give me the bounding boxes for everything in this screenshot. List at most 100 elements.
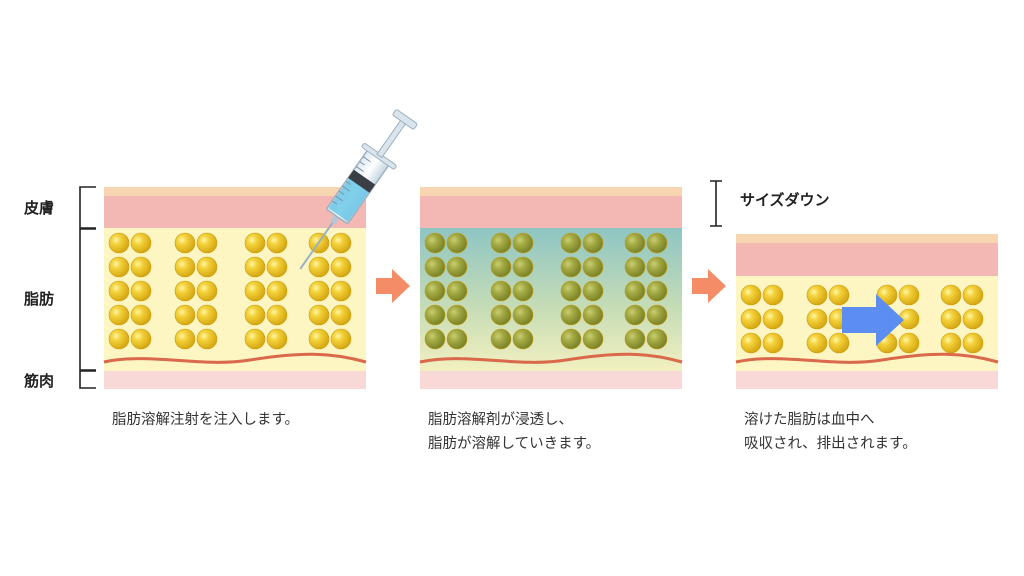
fat-cell — [490, 328, 512, 350]
panel-3-fat-cells — [740, 284, 984, 354]
panel-1-muscle — [104, 371, 366, 389]
fat-cell — [266, 304, 288, 326]
fat-cell — [446, 328, 468, 350]
fat-cell — [962, 284, 984, 306]
fat-cell — [244, 328, 266, 350]
panel-3-blood-vessel — [735, 352, 999, 364]
fat-cell — [424, 328, 446, 350]
fat-cell — [330, 304, 352, 326]
fat-cell — [512, 328, 534, 350]
fat-label: 脂肪 — [24, 290, 54, 308]
fat-cell — [424, 256, 446, 278]
step-1-caption-line-1: 脂肪溶解注射を注入します。 — [112, 411, 299, 428]
fat-cell — [512, 232, 534, 254]
fat-cell — [962, 308, 984, 330]
fat-cell — [130, 232, 152, 254]
fat-cell — [490, 280, 512, 302]
fat-cell — [244, 280, 266, 302]
fat-cell — [424, 232, 446, 254]
fat-cell — [446, 304, 468, 326]
fat-cell — [940, 332, 962, 354]
panel-2-skin-inner — [420, 196, 682, 228]
step-2-caption-line-2: 脂肪が溶解していきます。 — [428, 435, 600, 452]
fat-cell — [196, 280, 218, 302]
fat-cell — [762, 284, 784, 306]
panel-1-skin-outer — [104, 187, 366, 196]
panel-2-fat-cells — [424, 232, 668, 350]
step-3-caption-line-2: 吸収され、排出されます。 — [744, 435, 917, 452]
fat-cell — [130, 328, 152, 350]
fat-cell — [446, 256, 468, 278]
fat-cell — [490, 256, 512, 278]
fat-cell — [940, 308, 962, 330]
step-3-caption-line-1: 溶けた脂肪は血中へ — [744, 411, 875, 428]
fat-cell — [962, 332, 984, 354]
syringe-icon — [299, 109, 418, 270]
fat-cell — [130, 256, 152, 278]
fat-cell — [828, 284, 850, 306]
fat-cell — [266, 232, 288, 254]
fat-cell — [624, 256, 646, 278]
fat-cell — [196, 304, 218, 326]
fat-cell — [266, 256, 288, 278]
step-2-caption-line-1: 脂肪溶解剤が浸透し、 — [428, 411, 573, 428]
fat-cell — [330, 328, 352, 350]
fat-cell — [806, 332, 828, 354]
fat-cell — [740, 284, 762, 306]
fat-cell — [108, 328, 130, 350]
fat-cell — [308, 304, 330, 326]
fat-cell — [646, 280, 668, 302]
fat-cell — [646, 304, 668, 326]
panel-1-fat-cells — [108, 232, 352, 350]
panel-1-injection — [103, 187, 367, 389]
fat-cell — [624, 232, 646, 254]
fat-cell — [174, 256, 196, 278]
fat-cell — [582, 232, 604, 254]
fat-cell — [266, 280, 288, 302]
panel-1-skin-inner — [104, 196, 366, 228]
fat-cell — [196, 328, 218, 350]
fat-cell — [446, 232, 468, 254]
fat-cell — [424, 304, 446, 326]
fat-cell — [762, 308, 784, 330]
fat-cell — [560, 304, 582, 326]
fat-cell — [560, 328, 582, 350]
fat-cell — [582, 256, 604, 278]
fat-cell — [646, 328, 668, 350]
fat-cell — [940, 284, 962, 306]
panel-3-skin-inner — [736, 243, 998, 276]
fat-cell — [424, 280, 446, 302]
size-down-label: サイズダウン — [740, 191, 830, 209]
fat-cell — [174, 328, 196, 350]
fat-cell — [174, 304, 196, 326]
fat-cell — [762, 332, 784, 354]
fat-cell — [582, 280, 604, 302]
fat-cell — [108, 304, 130, 326]
panel-3-size-down — [735, 234, 999, 389]
step-arrow-icon — [376, 269, 410, 303]
panel-3-skin-outer — [736, 234, 998, 243]
fat-cell — [446, 280, 468, 302]
fat-bracket — [79, 228, 96, 371]
fat-cell — [308, 256, 330, 278]
fat-cell — [512, 304, 534, 326]
panel-2-skin-outer — [420, 187, 682, 196]
captions: 脂肪溶解注射を注入します。 脂肪溶解剤が浸透し、 脂肪が溶解していきます。 溶け… — [112, 411, 917, 452]
size-down-bracket — [710, 180, 722, 227]
skin-bracket — [79, 186, 96, 229]
fat-cell — [898, 332, 920, 354]
fat-cell — [624, 328, 646, 350]
panel-2-muscle — [420, 371, 682, 389]
fat-cell — [196, 256, 218, 278]
fat-cell — [646, 256, 668, 278]
panel-2-blood-vessel — [419, 352, 683, 364]
fat-cell — [330, 256, 352, 278]
panel-3-muscle — [736, 371, 998, 389]
step-arrow-icon — [692, 269, 726, 303]
fat-cell — [308, 328, 330, 350]
fat-cell — [108, 232, 130, 254]
fat-cell — [624, 280, 646, 302]
fat-cell — [512, 280, 534, 302]
muscle-bracket — [79, 370, 96, 389]
